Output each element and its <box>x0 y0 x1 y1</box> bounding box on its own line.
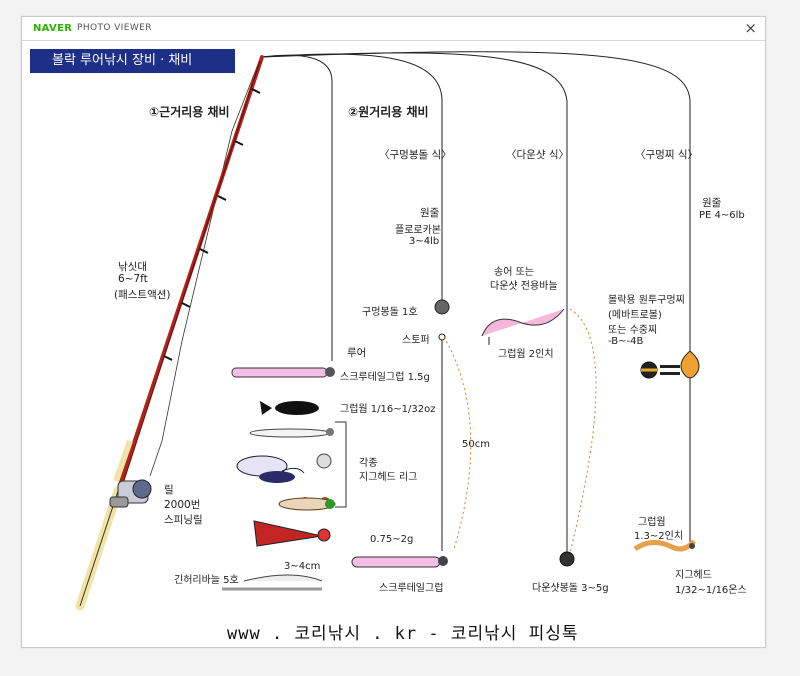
grub-label: 그럽웜 1/16~1/32oz <box>340 404 436 415</box>
rig-a-sinker: 구멍봉돌 1호 <box>362 307 418 318</box>
rig-illustration <box>75 51 700 611</box>
lure-label: 루어 <box>347 347 367 359</box>
viewer-label: PHOTO VIEWER <box>77 23 152 33</box>
section-short-range: ①근거리용 채비 <box>149 105 230 119</box>
close-button[interactable]: × <box>744 19 757 37</box>
reel-name: 릴 <box>164 484 174 496</box>
rod-spec: 6~7ft <box>118 273 148 285</box>
rig-c-float1: 볼락용 원투구멍찌 <box>608 295 685 306</box>
rig-b-title: 〈다운샷 식〉 <box>506 149 569 161</box>
rig-c-jig2: 1/32~1/16온스 <box>675 585 747 596</box>
length-label: 3~4cm <box>284 561 321 572</box>
rig-c-grub1: 그럽웜 <box>638 517 666 528</box>
diagram-image: 볼락 루어낚시 장비 · 채비 ①근거리용 채비 ②원거리용 채비 〈구멍봉돌 … <box>22 41 765 647</box>
rig-b-worm: 그럽웜 2인치 <box>498 349 554 360</box>
rod-action: (패스트액션) <box>114 289 171 301</box>
screwtail-label: 스크루테일그럽 1.5g <box>340 372 430 383</box>
rig-a <box>351 299 472 568</box>
line-c <box>261 51 691 546</box>
rig-a-stopper: 스토퍼 <box>402 335 430 346</box>
line-short <box>261 54 333 361</box>
fishing-rod <box>75 55 264 611</box>
rig-b <box>481 308 597 567</box>
rig-c-line-spec: PE 4~6lb <box>699 210 745 221</box>
reel-spec: 2000번 <box>164 499 201 511</box>
section-long-range: ②원거리용 채비 <box>348 105 429 119</box>
diagram-title: 볼락 루어낚시 장비 · 채비 <box>30 49 235 73</box>
photo-viewer-window: NAVER PHOTO VIEWER × <box>21 16 766 648</box>
line-a <box>261 53 443 301</box>
rig-c-float3: 또는 수중찌 <box>608 325 658 336</box>
lure-column <box>222 367 347 591</box>
long-hook-label: 긴허리바늘 5호 <box>174 575 239 586</box>
rig-a-length: 50cm <box>462 439 490 450</box>
rig-c-title: 〈구멍찌 식〉 <box>635 149 698 161</box>
rig-c-grub2: 1.3~2인치 <box>634 531 684 542</box>
jig-kinds-label: 각종 <box>359 458 378 469</box>
rig-b-sinker: 다운샷봉돌 3~5g <box>532 583 609 594</box>
rig-c-line: 원줄 <box>702 197 722 209</box>
rig-b-hook2: 다운샷 전용바늘 <box>490 281 558 292</box>
naver-logo: NAVER <box>33 23 73 34</box>
jig-head-label: 지그헤드 리그 <box>359 472 418 483</box>
rod-name: 낚싯대 <box>118 261 147 273</box>
rig-b-hook1: 송어 또는 <box>494 267 534 278</box>
watermark: www . 코리낚시 . kr - 코리낚시 피싱톡 <box>227 624 579 644</box>
rig-c <box>633 350 700 552</box>
rig-a-title: 〈구멍봉돌 식〉 <box>379 149 452 161</box>
rig-a-weight: 0.75~2g <box>370 534 414 545</box>
rig-c-float2: (메바트로볼) <box>608 310 662 321</box>
reel-type: 스피닝릴 <box>164 514 203 526</box>
rig-a-line-spec: 3~4lb <box>409 236 440 247</box>
rig-a-lure: 스크루테일그럽 <box>379 583 444 594</box>
rig-a-line: 원줄 <box>420 207 440 219</box>
viewer-header: NAVER PHOTO VIEWER × <box>22 17 765 41</box>
rig-a-line-type: 플로로카본 <box>395 225 441 236</box>
rig-c-float4: -B~-4B <box>608 336 644 347</box>
reel-icon <box>109 479 152 508</box>
rig-c-jig1: 지그헤드 <box>675 570 712 581</box>
